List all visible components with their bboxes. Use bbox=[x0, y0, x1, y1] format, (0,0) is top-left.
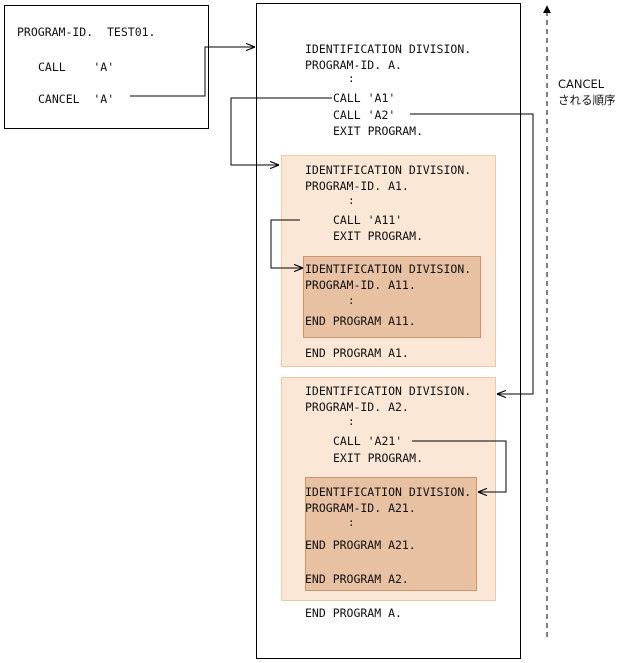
program-a11-end: END PROGRAM A11. bbox=[305, 314, 416, 328]
program-a2-exit: EXIT PROGRAM. bbox=[333, 451, 424, 465]
program-a1-ellipsis: : bbox=[348, 194, 355, 207]
cancel-order-label-line1: CANCEL bbox=[558, 77, 605, 91]
program-a1-identification: IDENTIFICATION DIVISION. bbox=[305, 163, 472, 177]
program-a21-end: END PROGRAM A21. bbox=[305, 538, 416, 552]
program-a-identification: IDENTIFICATION DIVISION. bbox=[305, 42, 472, 56]
program-a21-identification: IDENTIFICATION DIVISION. bbox=[305, 485, 472, 499]
cancel-to-program-a-arrow bbox=[130, 47, 255, 97]
program-a11-ellipsis: : bbox=[348, 294, 355, 307]
program-a11-program-id: PROGRAM-ID. A11. bbox=[305, 278, 416, 292]
program-a1-program-id: PROGRAM-ID. A1. bbox=[305, 179, 409, 193]
program-a2-ellipsis: : bbox=[348, 415, 355, 428]
program-a-end: END PROGRAM A. bbox=[305, 606, 402, 620]
program-a11-identification: IDENTIFICATION DIVISION. bbox=[305, 262, 472, 276]
program-a2-program-id: PROGRAM-ID. A2. bbox=[305, 400, 409, 414]
program-a-call-a2: CALL 'A2' bbox=[333, 108, 396, 122]
caller-cancel-statement: CANCEL 'A' bbox=[38, 92, 115, 106]
call-a11-arrow bbox=[270, 219, 303, 268]
caller-program-id: PROGRAM-ID. TEST01. bbox=[17, 25, 156, 39]
program-a21-program-id: PROGRAM-ID. A21. bbox=[305, 501, 416, 515]
program-a-ellipsis: : bbox=[348, 72, 355, 85]
call-a1-arrow bbox=[230, 97, 332, 165]
program-a-exit: EXIT PROGRAM. bbox=[333, 124, 424, 138]
program-a2-identification: IDENTIFICATION DIVISION. bbox=[305, 384, 472, 398]
program-a1-exit: EXIT PROGRAM. bbox=[333, 229, 424, 243]
program-a1-call-a11: CALL 'A11' bbox=[333, 213, 403, 227]
program-a2-call-a21: CALL 'A21' bbox=[333, 434, 403, 448]
program-a-program-id: PROGRAM-ID. A. bbox=[305, 58, 402, 72]
program-a21-box bbox=[305, 477, 477, 591]
cancel-order-label-line2: される順序 bbox=[558, 93, 616, 107]
call-a21-arrow bbox=[412, 440, 507, 492]
call-a2-arrow bbox=[410, 113, 534, 394]
program-a21-ellipsis: : bbox=[348, 516, 355, 529]
caller-program-box bbox=[4, 5, 209, 129]
program-a-call-a1: CALL 'A1' bbox=[333, 91, 396, 105]
program-a2-end: END PROGRAM A2. bbox=[305, 572, 409, 586]
program-a11-box bbox=[303, 256, 481, 338]
caller-call-statement: CALL 'A' bbox=[38, 60, 115, 74]
program-a1-end: END PROGRAM A1. bbox=[305, 346, 409, 360]
